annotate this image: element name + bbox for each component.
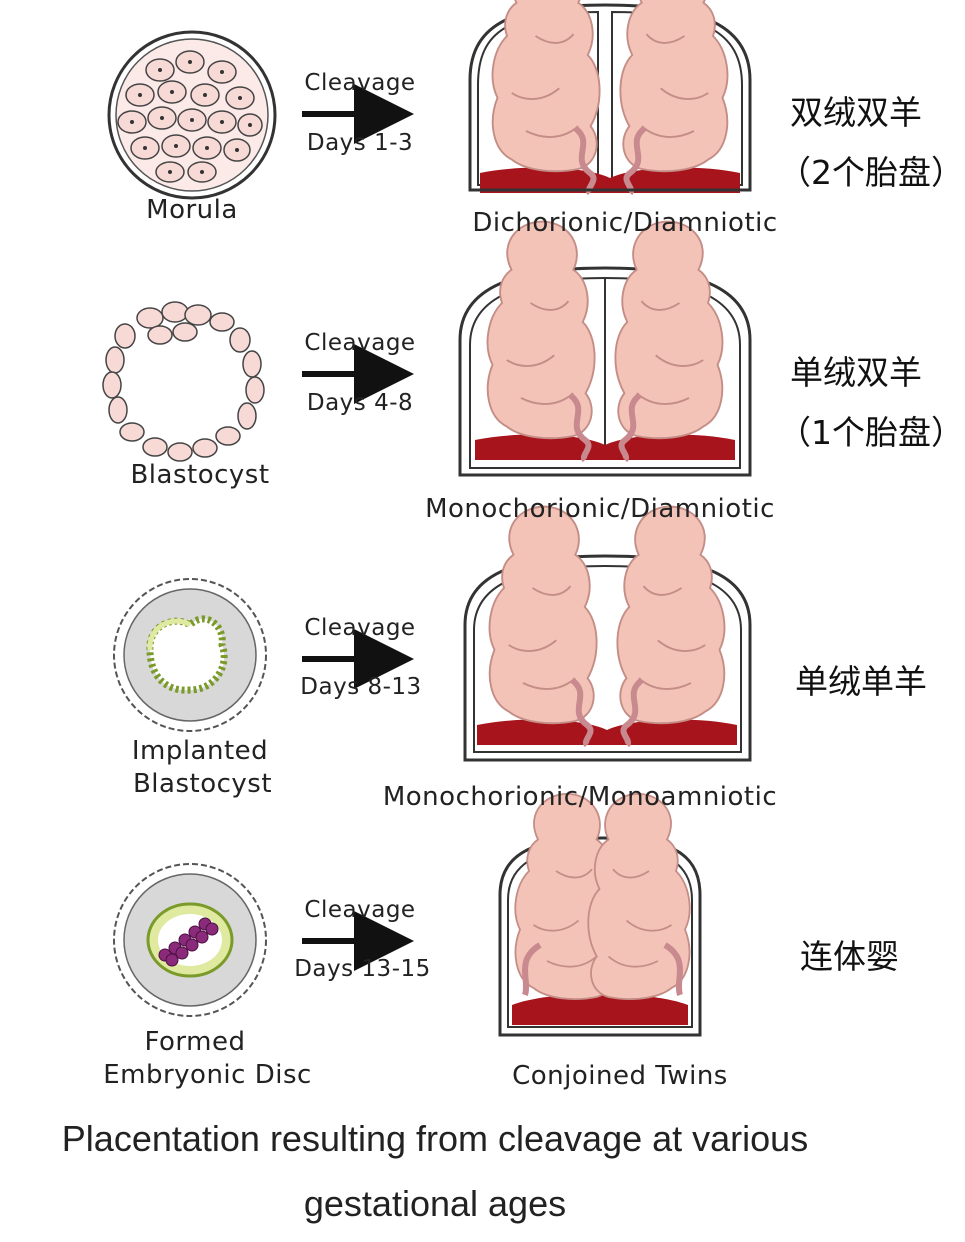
morula-icon: [107, 30, 277, 200]
chinese-label: 双绒双羊: [790, 93, 922, 132]
implanted-blastocyst-icon: [113, 578, 267, 732]
days-label: Days 8-13: [300, 674, 422, 700]
outcome-label: Monochorionic/Diamniotic: [425, 494, 775, 524]
days-label: Days 1-3: [306, 130, 414, 156]
twin-sac-icon: [458, 222, 752, 477]
figure-caption-line1: Placentation resulting from cleavage at …: [61, 1118, 809, 1159]
stage-label-morula: Morula: [146, 195, 238, 225]
cleavage-label: Cleavage: [304, 70, 416, 96]
outcome-label: Conjoined Twins: [512, 1061, 728, 1091]
chinese-label: 单绒单羊: [795, 662, 927, 701]
stage-label-line1: Implanted: [131, 736, 269, 766]
cleavage-label: Cleavage: [304, 897, 416, 923]
stage-label-line1: Formed: [144, 1027, 246, 1057]
blastocyst-icon: [102, 301, 265, 462]
days-label: Days 13-15: [294, 956, 431, 982]
stage-label-line2: Embryonic Disc: [103, 1060, 312, 1090]
figure-caption-line2: gestational ages: [303, 1183, 567, 1224]
twin-sac-icon: [463, 507, 752, 762]
twin-sac-icon: [468, 0, 752, 193]
chinese-label: 单绒双羊: [790, 353, 922, 392]
stage-label-blastocyst: Blastocyst: [130, 460, 270, 490]
chinese-label: 连体婴: [800, 937, 899, 976]
chinese-sublabel: （1个胎盘）: [778, 413, 964, 452]
twin-sac-icon: [498, 793, 702, 1037]
chinese-sublabel: （2个胎盘）: [778, 153, 964, 192]
embryonic-disc-icon: [113, 863, 267, 1017]
days-label: Days 4-8: [306, 390, 414, 416]
outcome-label: Dichorionic/Diamniotic: [472, 208, 778, 238]
outcome-label: Monochorionic/Monoamniotic: [382, 782, 778, 812]
cleavage-label: Cleavage: [304, 615, 416, 641]
stage-label-line2: Blastocyst: [132, 769, 273, 799]
cleavage-label: Cleavage: [304, 330, 416, 356]
